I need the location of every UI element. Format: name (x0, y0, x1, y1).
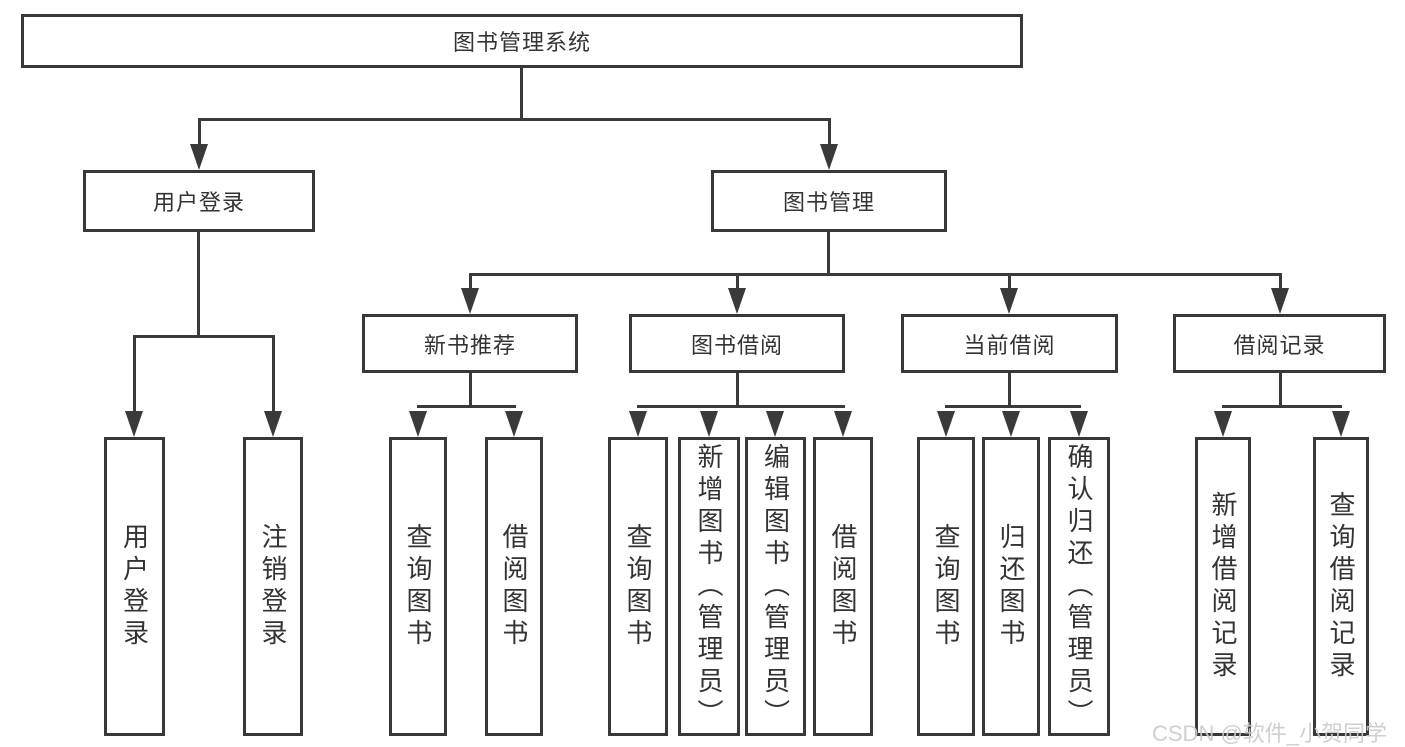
connector-vertical (198, 118, 201, 146)
arrow-down-icon (1000, 288, 1018, 314)
connector-vertical (133, 335, 136, 413)
node-label: 新增借阅记录 (1208, 490, 1238, 683)
arrow-down-icon (1214, 411, 1232, 437)
node-borrowing-records: 借阅记录 (1173, 314, 1386, 373)
node-label: 图书管理 (782, 190, 875, 215)
arrow-down-icon (1271, 288, 1289, 314)
arrow-down-icon (1070, 411, 1088, 437)
node-label: 注销登录 (258, 522, 288, 651)
node-label: 用户登录 (119, 522, 150, 651)
node-label: 借阅图书 (828, 522, 858, 651)
connector-vertical (197, 232, 200, 335)
connector-vertical (1008, 273, 1011, 289)
arrow-down-icon (629, 411, 647, 437)
node-root-library-system: 图书管理系统 (21, 14, 1023, 68)
leaf-borrow-books-1: 借阅图书 (485, 437, 543, 736)
node-label: 查询图书 (931, 522, 961, 651)
connector-vertical (736, 273, 739, 289)
leaf-return-books: 归还图书 (982, 437, 1040, 736)
connector-horizontal (133, 335, 275, 338)
connector-vertical (1008, 373, 1011, 408)
leaf-user-login: 用户登录 (104, 437, 165, 736)
leaf-query-books-1: 查询图书 (389, 437, 447, 736)
node-label: 编辑图书（管理员） (760, 442, 791, 731)
connector-vertical (469, 273, 472, 289)
connector-horizontal (417, 405, 516, 408)
connector-horizontal (198, 118, 831, 121)
arrow-down-icon (125, 411, 143, 437)
connector-horizontal (1222, 405, 1342, 408)
arrow-down-icon (461, 288, 479, 314)
arrow-down-icon (264, 411, 282, 437)
arrow-down-icon (505, 411, 523, 437)
leaf-add-borrow-record: 新增借阅记录 (1195, 437, 1251, 736)
connector-vertical (827, 232, 830, 273)
connector-vertical (520, 68, 523, 118)
node-label: 新书推荐 (423, 332, 516, 358)
connector-horizontal (945, 405, 1081, 408)
leaf-query-books-3: 查询图书 (917, 437, 975, 736)
node-book-borrowing: 图书借阅 (629, 314, 845, 373)
node-label: 查询图书 (403, 522, 433, 651)
node-label: 用户登录 (152, 190, 245, 215)
node-user-login-branch: 用户登录 (83, 170, 315, 232)
connector-horizontal (637, 405, 845, 408)
connector-vertical (272, 335, 275, 413)
arrow-down-icon (766, 411, 784, 437)
leaf-query-borrow-record: 查询借阅记录 (1313, 437, 1369, 736)
node-label: 新增图书（管理员） (694, 442, 724, 731)
arrow-down-icon (834, 411, 852, 437)
csdn-watermark: CSDN @软件_小贺同学 (1152, 721, 1388, 746)
leaf-logout: 注销登录 (243, 437, 303, 736)
connector-vertical (1279, 273, 1282, 289)
arrow-down-icon (190, 144, 208, 170)
node-label: 确认归还（管理员） (1064, 442, 1094, 731)
connector-vertical (828, 118, 831, 146)
node-new-book-recommend: 新书推荐 (362, 314, 578, 373)
arrow-down-icon (1002, 411, 1020, 437)
node-label: 查询借阅记录 (1326, 490, 1356, 683)
leaf-edit-books-admin: 编辑图书（管理员） (745, 437, 806, 736)
node-label: 借阅记录 (1233, 332, 1326, 358)
node-label: 归还图书 (996, 522, 1026, 651)
arrow-down-icon (409, 411, 427, 437)
arrow-down-icon (728, 288, 746, 314)
leaf-confirm-return-admin: 确认归还（管理员） (1048, 437, 1110, 736)
connector-vertical (469, 373, 472, 408)
node-label: 当前借阅 (963, 332, 1056, 358)
node-book-management-branch: 图书管理 (711, 170, 947, 232)
leaf-query-books-2: 查询图书 (608, 437, 668, 736)
node-label: 图书管理系统 (452, 30, 591, 55)
node-label: 查询图书 (623, 522, 653, 651)
node-label: 借阅图书 (499, 522, 529, 651)
leaf-borrow-books-2: 借阅图书 (813, 437, 873, 736)
node-label: 图书借阅 (690, 332, 783, 358)
arrow-down-icon (937, 411, 955, 437)
arrow-down-icon (1332, 411, 1350, 437)
connector-vertical (1279, 373, 1282, 408)
connector-horizontal (469, 273, 1282, 276)
leaf-add-books-admin: 新增图书（管理员） (678, 437, 740, 736)
arrow-down-icon (700, 411, 718, 437)
arrow-down-icon (820, 144, 838, 170)
connector-vertical (736, 373, 739, 408)
node-current-borrowing: 当前借阅 (901, 314, 1118, 373)
